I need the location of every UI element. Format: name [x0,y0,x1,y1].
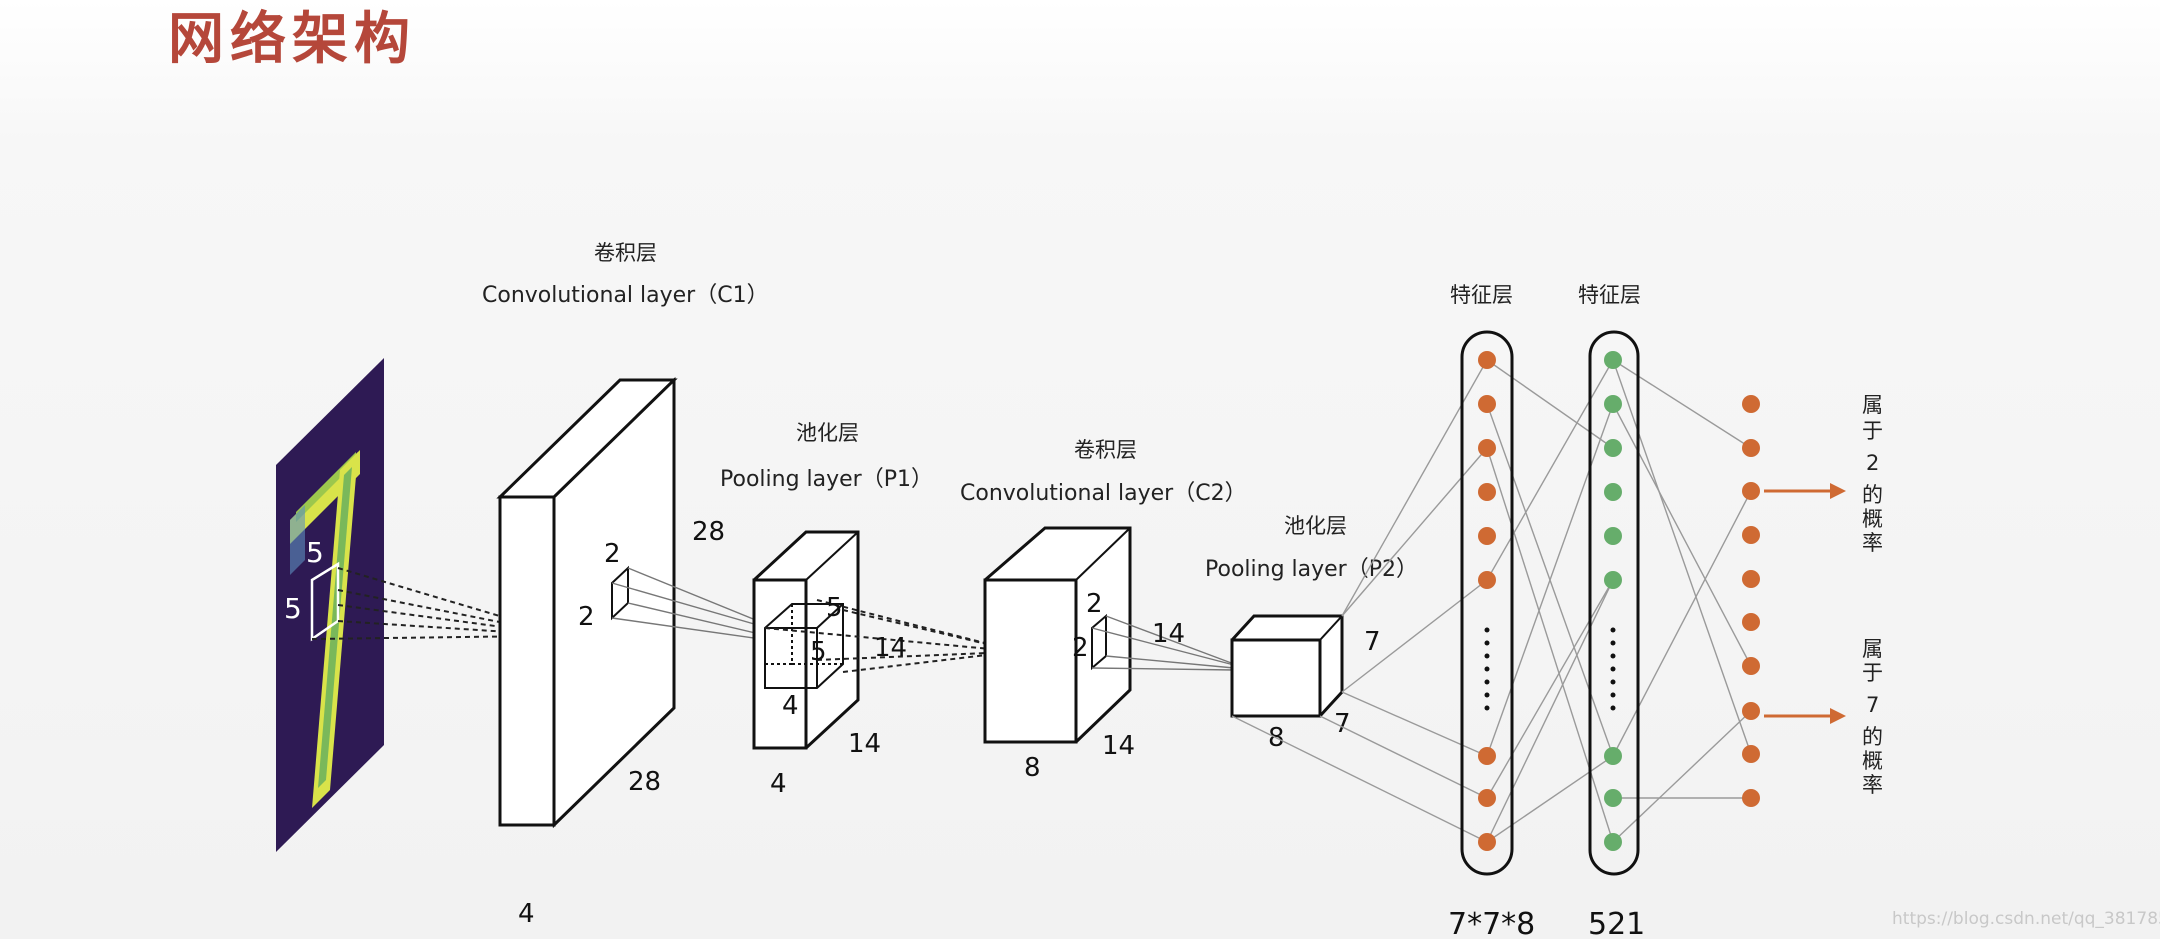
p1-height: 14 [874,633,907,663]
output-arrow-2 [1764,483,1846,499]
output-neuron [1742,439,1760,457]
neuron [1478,527,1496,545]
output-label-char: 属 [1862,393,1883,417]
output-neuron [1742,745,1760,763]
output-label-char: 概 [1862,749,1883,773]
output-label-char: 7 [1866,693,1879,717]
p1-kernel-w: 5 [826,593,843,623]
ellipsis-dots [1610,627,1616,711]
p2-height: 7 [1364,627,1381,657]
output-neuron [1742,395,1760,413]
output-label-char: 于 [1862,419,1883,443]
p1-block [752,530,860,750]
output-label-char: 率 [1862,773,1883,797]
output-neuron [1742,657,1760,675]
neuron [1604,351,1622,369]
output-label-char: 2 [1866,451,1879,475]
p1-kernel-h: 5 [810,637,827,667]
output-label-char: 的 [1862,483,1883,507]
output-neuron [1742,702,1760,720]
output-label-char: 概 [1862,507,1883,531]
p1-cn-label: 池化层 [796,421,859,445]
c1-cn-label: 卷积层 [594,241,657,265]
c2-depth: 8 [1024,753,1041,783]
c2-cn-label: 卷积层 [1074,438,1137,462]
c2-width: 14 [1102,731,1135,761]
neuron [1604,747,1622,765]
c1-kernel-h: 2 [578,602,595,632]
neuron [1604,527,1622,545]
page-title: 网络架构 [168,6,416,72]
watermark: https://blog.csdn.net/qq_38178543 [1892,909,2160,929]
output-neuron [1742,613,1760,631]
p1-en-label: Pooling layer（P1） [720,467,933,492]
neuron [1478,483,1496,501]
feature-layer-1 [1460,330,1514,876]
c2-kernel-h: 2 [1072,633,1089,663]
c1-en-label: Convolutional layer（C1） [482,283,769,308]
p2-block [1230,614,1344,718]
input-kernel-h: 5 [284,592,302,625]
neuron [1478,351,1496,369]
neuron [1604,833,1622,851]
neuron [1604,483,1622,501]
c1-block [496,377,769,829]
feature1-size: 7*7*8 [1448,907,1535,939]
output-neuron [1742,570,1760,588]
neuron [1604,789,1622,807]
dense-connections [1231,359,1752,843]
c2-height: 14 [1152,619,1185,649]
input-image: 5 5 [276,358,384,852]
output-neuron [1742,789,1760,807]
c1-depth: 4 [518,899,535,929]
output-label-2: 属 于 2 的 概 率 [1862,393,1883,555]
p2-width: 7 [1334,709,1351,739]
output-neuron [1742,526,1760,544]
output-label-char: 率 [1862,531,1883,555]
output-layer [1742,395,1760,807]
c2-en-label: Convolutional layer（C2） [960,481,1247,506]
c2-block [983,526,1235,744]
c1-width: 28 [628,767,661,797]
feature2-size: 521 [1588,907,1645,939]
neuron [1478,789,1496,807]
c1-kernel-w: 2 [604,539,621,569]
feature1-label: 特征层 [1450,283,1513,307]
p2-cn-label: 池化层 [1284,514,1347,538]
neuron [1604,439,1622,457]
c1-height: 28 [692,517,725,547]
p1-width: 14 [848,729,881,759]
output-label-char: 属 [1862,637,1883,661]
neuron [1478,747,1496,765]
p1-inner-depth: 4 [782,691,799,721]
p2-en-label: Pooling layer（P2） [1205,557,1418,582]
input-kernel-w: 5 [306,536,324,569]
c2-kernel-w: 2 [1086,589,1103,619]
neuron [1478,439,1496,457]
output-label-char: 的 [1862,725,1883,749]
neuron [1604,395,1622,413]
neuron [1478,571,1496,589]
output-neuron [1742,482,1760,500]
feature-layer-2 [1588,330,1640,876]
input-digit-seven [290,450,360,808]
neuron [1478,833,1496,851]
ellipsis-dots [1484,627,1490,711]
output-arrow-7 [1764,708,1846,724]
neuron [1604,571,1622,589]
output-label-char: 于 [1862,661,1883,685]
feature2-label: 特征层 [1578,283,1641,307]
neuron [1478,395,1496,413]
p1-depth: 4 [770,769,787,799]
output-label-7: 属 于 7 的 概 率 [1862,637,1883,797]
